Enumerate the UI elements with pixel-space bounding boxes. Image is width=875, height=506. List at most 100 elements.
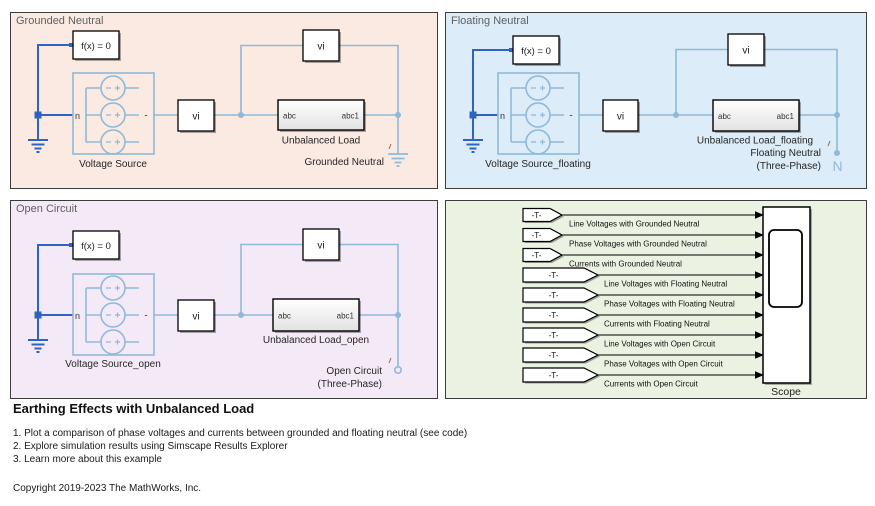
neutral-block-label: Open Circuit: [326, 366, 382, 377]
arrowhead-icon: [755, 251, 764, 259]
source-polarity-icons: [531, 85, 545, 145]
from-tag-label: -T-: [549, 331, 559, 340]
load-port-in-label: abc: [283, 112, 296, 121]
wire-junction: [395, 312, 401, 318]
voltage-current-sensor-block[interactable]: vi: [177, 299, 216, 333]
signal-name-label: Phase Voltages with Open Circuit: [604, 360, 724, 369]
panel-scope: -T- Line Voltages with Grounded Neutral …: [445, 200, 867, 399]
source-minus-port-label: -: [144, 111, 147, 122]
from-tag-label: -T-: [549, 351, 559, 360]
from-tag-label: -T-: [532, 251, 542, 260]
floating-neutral-block[interactable]: N: [827, 140, 843, 174]
sensor-label: vi: [617, 112, 624, 123]
arrowhead-icon: [755, 231, 764, 239]
solver-config-label: f(x) = 0: [521, 46, 551, 57]
annotation-link-learn-more[interactable]: 3. Learn more about this example: [13, 454, 162, 465]
unbalanced-load-block[interactable]: abc abc1: [272, 298, 361, 333]
wire-junction: [238, 312, 244, 318]
load-port-out-label: abc1: [337, 312, 355, 321]
floating-neutral-circuit: n - f(x) = 0 vi vi abc abc1 N: [463, 33, 843, 174]
from-tag[interactable]: -T-: [522, 227, 564, 244]
scope-block[interactable]: Scope: [762, 206, 812, 398]
from-tag[interactable]: -T-: [522, 287, 600, 304]
wire-junction: [469, 111, 477, 119]
fx-port-nub: [69, 243, 73, 247]
annotation-link-explore-results[interactable]: 2. Explore simulation results using Sims…: [13, 441, 288, 452]
sensor-label: vi: [317, 241, 324, 252]
voltage-current-sensor-block[interactable]: vi: [302, 228, 341, 262]
from-tag[interactable]: -T-: [522, 327, 600, 344]
open-circuit-block[interactable]: [388, 357, 402, 375]
voltage-current-sensor-block[interactable]: vi: [727, 33, 766, 67]
electrical-reference-block[interactable]: [28, 139, 48, 153]
scope-input-row: -T- Phase Voltages with Grounded Neutral: [522, 227, 764, 249]
voltage-source-block[interactable]: n -: [497, 72, 580, 155]
source-polarity-icons: [106, 285, 120, 345]
node-tick: [388, 143, 392, 150]
scope-input-row: -T- Currents with Floating Neutral: [522, 307, 764, 329]
arrowhead-icon: [755, 371, 764, 379]
sensor-label: vi: [192, 112, 199, 123]
from-tag[interactable]: -T-: [522, 307, 600, 324]
from-tag[interactable]: -T-: [522, 347, 600, 364]
voltage-source-block[interactable]: n -: [72, 273, 155, 356]
from-tag[interactable]: -T-: [522, 207, 564, 224]
from-tag[interactable]: -T-: [522, 267, 600, 284]
scope-input-row: -T- Phase Voltages with Open Circuit: [522, 347, 764, 369]
source-n-port-label: n: [75, 311, 80, 321]
signal-name-label: Line Voltages with Grounded Neutral: [569, 220, 700, 229]
from-tag[interactable]: -T-: [522, 367, 600, 384]
voltage-source-label: Voltage Source: [79, 159, 147, 170]
scope-input-row: -T- Line Voltages with Floating Neutral: [522, 267, 764, 289]
panel-grounded-neutral: Grounded Neutral n -: [10, 12, 438, 189]
solver-config-block[interactable]: f(x) = 0: [512, 35, 561, 66]
scope-wiring: -T- Line Voltages with Grounded Neutral …: [522, 206, 812, 398]
unbalanced-load-block[interactable]: abc abc1: [712, 99, 801, 133]
panel-open-circuit: Open Circuit n - f(x) = 0: [10, 200, 438, 399]
voltage-current-sensor-block[interactable]: vi: [602, 99, 640, 133]
from-tag-label: -T-: [549, 311, 559, 320]
source-minus-port-label: -: [569, 111, 572, 122]
annotation-link-plot-comparison[interactable]: 1. Plot a comparison of phase voltages a…: [13, 428, 468, 439]
grounded-neutral-block[interactable]: [388, 143, 408, 167]
source-n-port-label: n: [500, 111, 505, 121]
neutral-block-label: Floating Neutral: [750, 148, 821, 159]
solver-config-block[interactable]: f(x) = 0: [72, 230, 121, 261]
unbalanced-load-label: Unbalanced Load: [282, 136, 360, 147]
wire-junction: [673, 112, 679, 118]
source-n-port-label: n: [75, 111, 80, 121]
scope-screen: [768, 229, 803, 308]
model-title: Earthing Effects with Unbalanced Load: [13, 401, 255, 416]
unbalanced-load-label: Unbalanced Load_floating: [697, 136, 813, 147]
fx-port-nub: [509, 48, 513, 52]
signal-name-label: Line Voltages with Open Circuit: [604, 340, 716, 349]
voltage-current-sensor-block[interactable]: vi: [177, 99, 216, 133]
load-port-in-label: abc: [718, 112, 731, 121]
wire-junction: [834, 112, 840, 118]
signal-name-label: Line Voltages with Floating Neutral: [604, 280, 727, 289]
load-port-out-label: abc1: [342, 112, 360, 121]
scope-label: Scope: [771, 386, 801, 398]
wire-junction: [34, 311, 42, 319]
electrical-reference-block[interactable]: [463, 139, 483, 153]
scope-input-row: -T- Line Voltages with Grounded Neutral: [522, 207, 764, 229]
from-tag-label: -T-: [549, 291, 559, 300]
electrical-reference-block[interactable]: [28, 339, 48, 353]
panel-title-floating: Floating Neutral: [451, 15, 529, 27]
from-tag[interactable]: -T-: [522, 247, 564, 264]
fx-port-nub: [69, 43, 73, 47]
voltage-source-block[interactable]: n -: [72, 72, 155, 155]
from-tag-label: -T-: [549, 271, 559, 280]
unbalanced-load-block[interactable]: abc abc1: [277, 99, 366, 132]
neutral-block-label: Grounded Neutral: [305, 157, 385, 168]
voltage-current-sensor-block[interactable]: vi: [302, 29, 341, 63]
solver-config-block[interactable]: f(x) = 0: [72, 30, 121, 61]
voltage-source-label: Voltage Source_open: [65, 359, 161, 370]
neutral-wire: [37, 44, 73, 140]
grounded-neutral-circuit: n - f(x) = 0 vi vi abc abc1: [28, 29, 408, 170]
arrowhead-icon: [755, 291, 764, 299]
arrowhead-icon: [755, 271, 764, 279]
signal-name-label: Currents with Floating Neutral: [604, 320, 710, 329]
node-tick: [827, 140, 831, 147]
panel-title-grounded: Grounded Neutral: [16, 15, 104, 27]
